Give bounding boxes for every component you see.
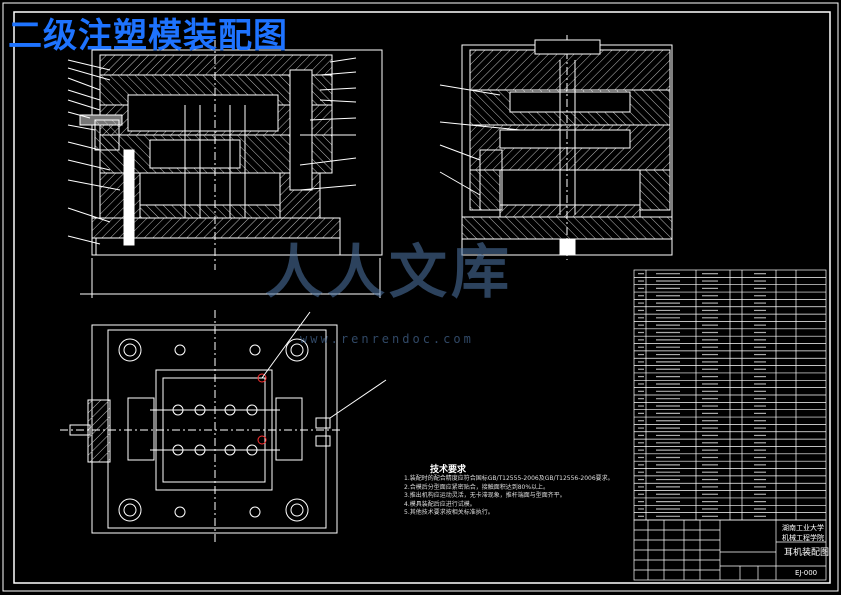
title-block <box>633 519 827 581</box>
tech-requirements-list: 1.装配时的配合精度应符合国标GB/T12555-2006及GB/T12556-… <box>404 475 634 518</box>
side-section-view <box>439 35 673 260</box>
title-overlay: 二级注塑模装配图 <box>8 16 288 56</box>
tech-requirement-line: 5.其他技术要求按相关标准执行。 <box>404 509 494 517</box>
watermark-text: 人人文库 <box>265 238 514 306</box>
inner-frame <box>13 11 831 584</box>
parts-list-table <box>633 269 827 521</box>
title-block-drawing-number: EJ-000 <box>795 569 818 577</box>
tech-requirement-line: 3.推出机构应运动灵活，无卡滞现象，推杆端面与型面齐平。 <box>404 492 566 500</box>
tech-requirement-line: 2.合模后分型面应紧密贴合，接触面积达到80%以上。 <box>404 483 550 491</box>
title-block-drawing-name: 耳机装配图 <box>784 548 830 558</box>
tech-requirements-title: 技术要求 <box>430 465 467 475</box>
plan-view <box>60 310 387 545</box>
title-block-school: 湖南工业大学 <box>782 524 824 532</box>
tech-requirement-line: 1.装配时的配合精度应符合国标GB/T12555-2006及GB/T12556-… <box>404 475 614 482</box>
tech-requirement-line: 4.模具装配后应进行试模。 <box>404 500 476 508</box>
title-block-dept: 机械工程学院 <box>782 534 824 542</box>
watermark-url: www.renrendoc.com <box>300 332 474 346</box>
front-section-view <box>67 40 383 298</box>
